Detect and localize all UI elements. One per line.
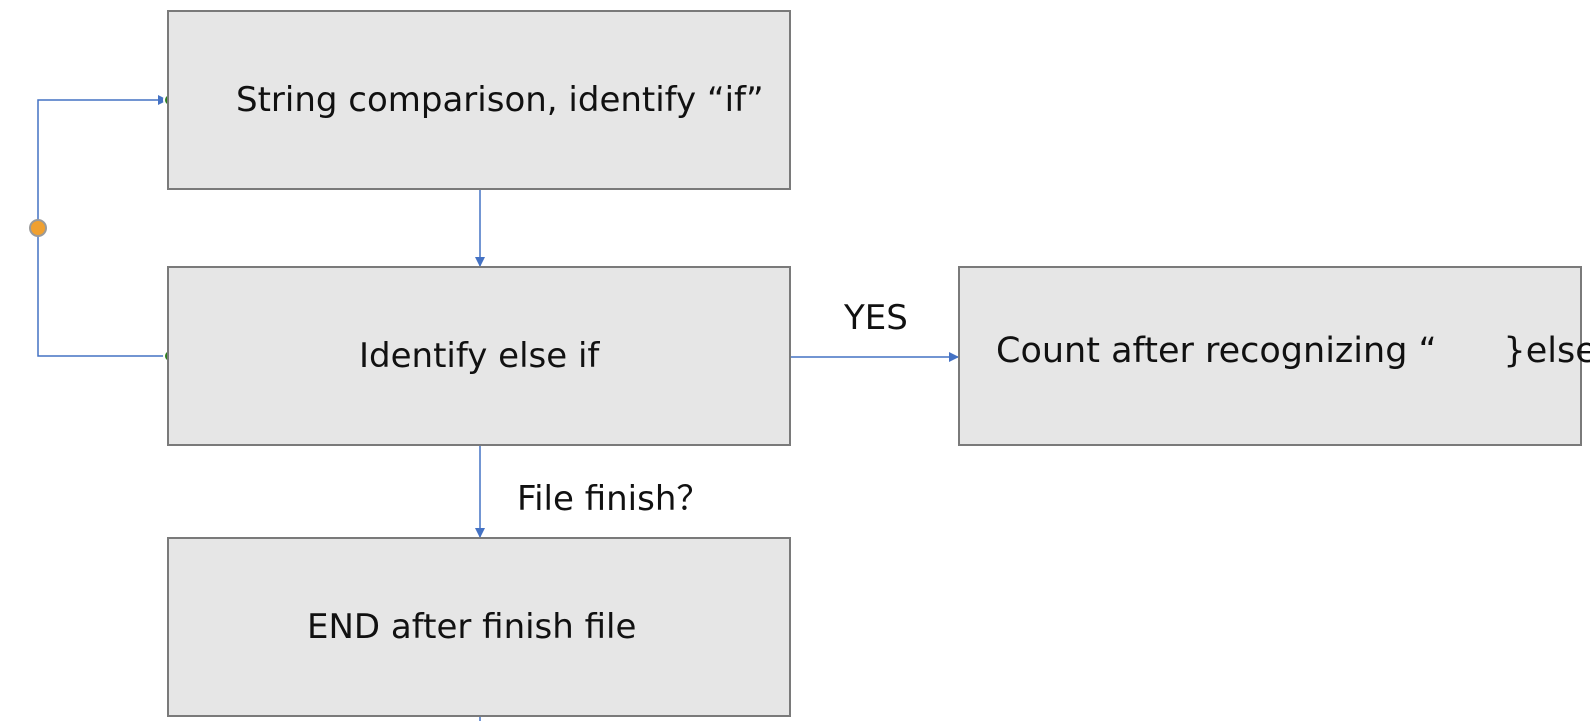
node-identify-else-if[interactable]: Identify else if bbox=[167, 266, 791, 446]
node-end[interactable]: END after finish file bbox=[167, 537, 791, 717]
node-end-label: END after finish file bbox=[307, 607, 637, 647]
edge-label-yes: YES bbox=[844, 298, 908, 338]
node-count-else-label: Count after recognizing “ }else{" bbox=[996, 331, 1590, 371]
node-string-comparison-label: String comparison, identify “if” bbox=[236, 80, 764, 120]
node-string-comparison[interactable]: String comparison, identify “if” bbox=[167, 10, 791, 190]
node-identify-else-if-label: Identify else if bbox=[359, 336, 600, 376]
node-count-else[interactable]: Count after recognizing “ }else{" bbox=[958, 266, 1590, 446]
edge-label-file-finish: File finish？ bbox=[517, 479, 711, 519]
connector-midpoint-handle[interactable] bbox=[29, 219, 47, 237]
loop-back-connector[interactable] bbox=[37, 95, 170, 357]
